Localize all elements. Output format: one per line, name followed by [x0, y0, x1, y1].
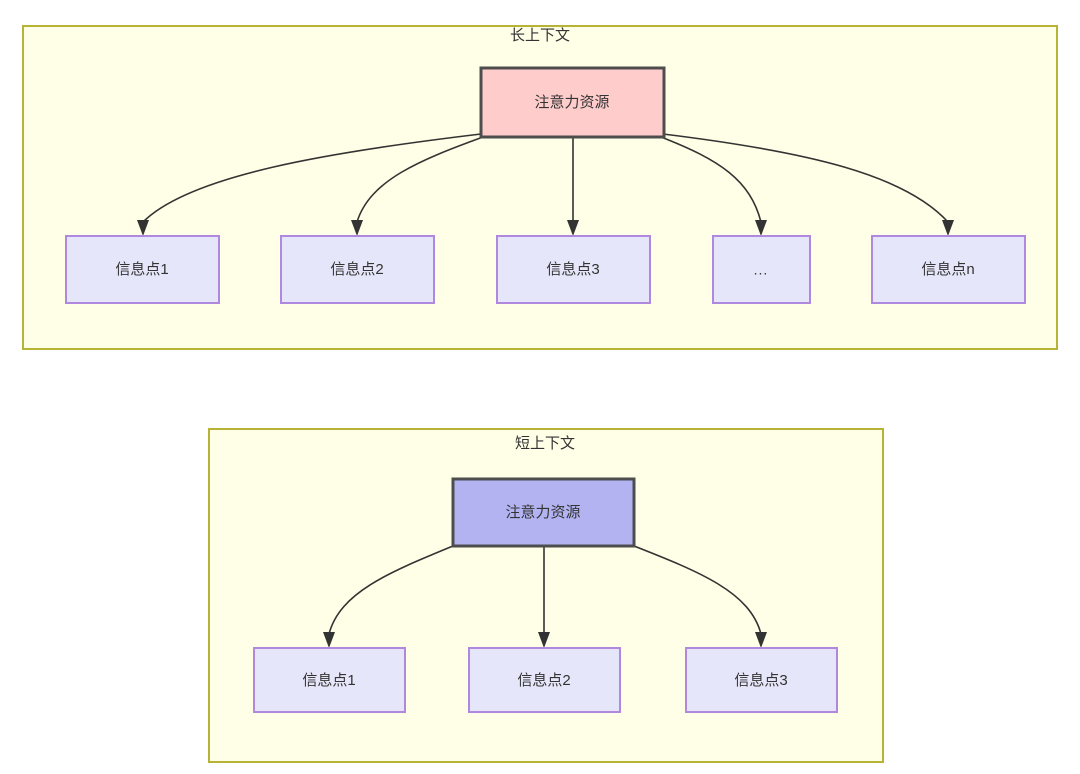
node-info-point-n-long-box[interactable] — [871, 235, 1026, 304]
node-info-point-1-short-box[interactable] — [253, 647, 406, 713]
edge-root-to-leaf-4 — [660, 136, 762, 223]
node-info-point-2-short-label: 信息点2 — [517, 672, 570, 689]
arrowhead-leaf-3 — [567, 220, 579, 236]
edge-root-to-leaf-5 — [662, 133, 949, 223]
edges-short-context — [323, 545, 767, 648]
arrowhead-leaf-4 — [755, 220, 767, 236]
edge-root-to-leaf-2 — [356, 136, 484, 223]
node-attention-resource-short[interactable]: 注意力资源 — [451, 477, 636, 548]
group-long-context: 长上下文 注意力资源 信息 — [22, 25, 1058, 350]
node-info-point-2-long-label: 信息点2 — [330, 261, 383, 278]
node-info-point-2-short-box[interactable] — [468, 647, 621, 713]
arrowhead-leaf-1 — [137, 220, 149, 236]
node-info-point-3-long-label: 信息点3 — [546, 261, 599, 278]
edge-short-root-to-leaf-1 — [328, 545, 454, 635]
group-short-context: 短上下文 注意力资源 信息点1 信息点 — [208, 428, 884, 763]
edge-short-root-to-leaf-3 — [633, 545, 762, 635]
node-info-point-2-long-box[interactable] — [280, 235, 435, 304]
node-info-point-ellipsis-long-box[interactable] — [712, 235, 811, 304]
node-info-point-ellipsis-long[interactable]: ... — [712, 235, 811, 304]
node-info-point-2-long[interactable]: 信息点2 — [280, 235, 435, 304]
node-attention-resource-short-box[interactable] — [451, 477, 636, 548]
node-info-point-3-short[interactable]: 信息点3 — [685, 647, 838, 713]
node-info-point-1-long-label: 信息点1 — [115, 261, 168, 278]
edge-root-to-leaf-1 — [142, 133, 482, 223]
node-attention-resource-long-label: 注意力资源 — [534, 93, 609, 111]
node-info-point-n-long-label: 信息点n — [921, 261, 974, 278]
node-info-point-ellipsis-long-label: ... — [754, 262, 769, 278]
node-attention-resource-long-box[interactable] — [479, 66, 666, 139]
arrowhead-short-leaf-2 — [538, 632, 550, 648]
arrowhead-leaf-2 — [351, 220, 363, 236]
node-info-point-1-short[interactable]: 信息点1 — [253, 647, 406, 713]
group-short-context-title: 短上下文 — [515, 435, 575, 452]
arrowhead-short-leaf-3 — [755, 632, 767, 648]
arrowhead-short-leaf-1 — [323, 632, 335, 648]
node-info-point-1-long[interactable]: 信息点1 — [65, 235, 220, 304]
node-info-point-3-long-box[interactable] — [496, 235, 651, 304]
node-attention-resource-long[interactable]: 注意力资源 — [479, 66, 666, 139]
group-long-context-title: 长上下文 — [510, 27, 570, 44]
node-info-point-1-short-label: 信息点1 — [302, 672, 355, 689]
node-info-point-1-long-box[interactable] — [65, 235, 220, 304]
node-info-point-3-short-label: 信息点3 — [734, 672, 787, 689]
node-attention-resource-short-label: 注意力资源 — [505, 503, 580, 521]
node-info-point-n-long[interactable]: 信息点n — [871, 235, 1026, 304]
edges-long-context — [137, 133, 954, 236]
arrowhead-leaf-5 — [942, 220, 954, 236]
node-info-point-3-short-box[interactable] — [685, 647, 838, 713]
node-info-point-3-long[interactable]: 信息点3 — [496, 235, 651, 304]
node-info-point-2-short[interactable]: 信息点2 — [468, 647, 621, 713]
